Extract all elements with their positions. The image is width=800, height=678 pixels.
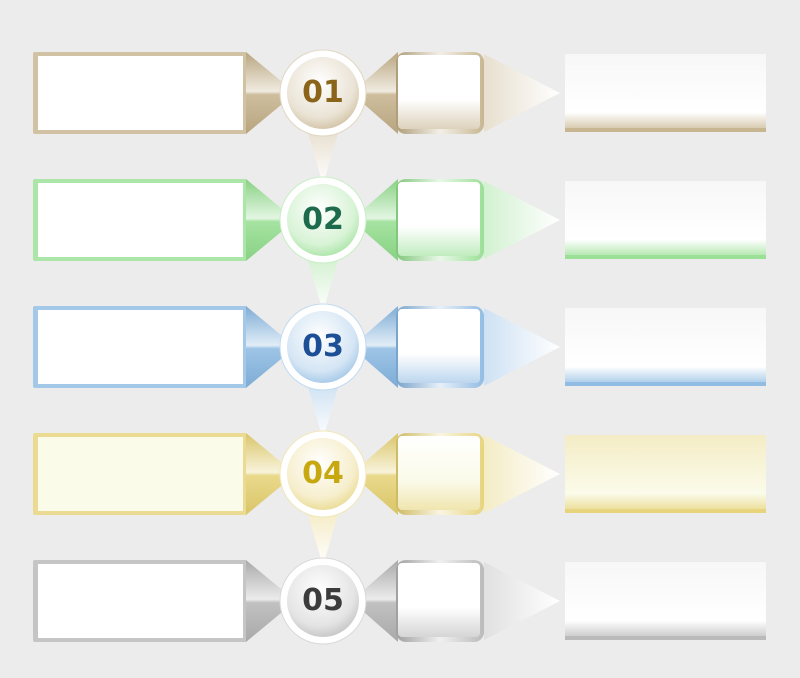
step-01-arrow <box>484 54 560 132</box>
step-02-bow-right <box>365 179 398 261</box>
step-03-cap-face <box>398 309 480 383</box>
step-02-connector <box>305 250 341 312</box>
step-row-02 <box>33 176 766 264</box>
step-01-bow-right <box>365 52 398 134</box>
step-row-03 <box>33 303 766 391</box>
step-05-arrow <box>484 562 560 640</box>
step-02-arrow <box>484 181 560 259</box>
step-03-connector <box>305 377 341 439</box>
step-04-arrow <box>484 435 560 513</box>
step-05-badge <box>287 565 359 637</box>
step-04-bow-right <box>365 433 398 515</box>
step-01-bow-left <box>246 52 281 134</box>
step-01-connector <box>305 123 341 185</box>
step-04-badge <box>287 438 359 510</box>
step-03-left-box <box>38 310 243 384</box>
step-04-bow-left <box>246 433 281 515</box>
step-03-right-box-base <box>565 382 766 386</box>
step-01-right-box <box>565 54 766 132</box>
step-03-bow-right <box>365 306 398 388</box>
step-01-left-box <box>38 56 243 130</box>
step-05-left-box <box>38 564 243 638</box>
step-04-cap-face <box>398 436 480 510</box>
step-02-badge <box>287 184 359 256</box>
step-05-bow-right <box>365 560 398 642</box>
step-05-right-box <box>565 562 766 640</box>
step-04-connector <box>305 504 341 566</box>
step-02-bow-left <box>246 179 281 261</box>
step-row-04 <box>33 430 766 518</box>
step-01-cap-face <box>398 55 480 129</box>
step-02-left-box <box>38 183 243 257</box>
step-03-bow-left <box>246 306 281 388</box>
step-02-right-box <box>565 181 766 259</box>
step-02-right-box-base <box>565 255 766 259</box>
step-01-right-box-base <box>565 128 766 132</box>
step-03-badge <box>287 311 359 383</box>
step-01-badge <box>287 57 359 129</box>
step-05-right-box-base <box>565 636 766 640</box>
step-04-right-box <box>565 435 766 513</box>
step-02-cap-face <box>398 182 480 256</box>
step-row-01 <box>33 49 766 137</box>
step-row-05 <box>33 557 766 645</box>
step-03-arrow <box>484 308 560 386</box>
step-04-left-box <box>38 437 243 511</box>
step-04-right-box-base <box>565 509 766 513</box>
step-03-right-box <box>565 308 766 386</box>
step-05-cap-face <box>398 563 480 637</box>
step-05-bow-left <box>246 560 281 642</box>
